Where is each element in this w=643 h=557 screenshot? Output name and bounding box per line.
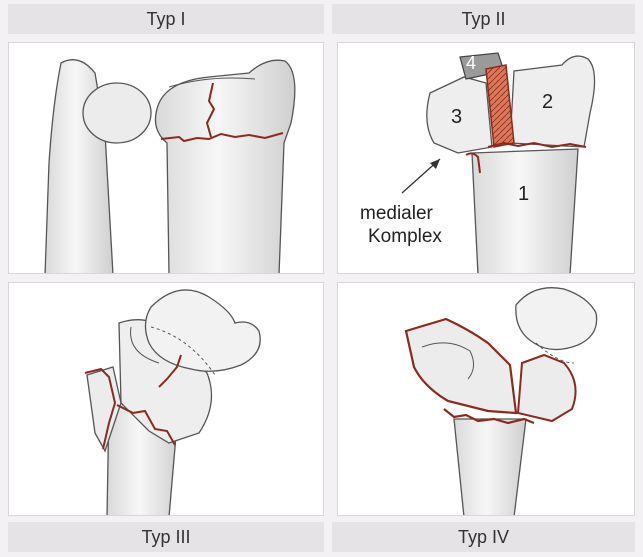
panel-typ-4 [337,282,635,516]
ulna-head [83,83,151,143]
radius-shaft [472,149,578,274]
header-typ-3: Typ III [8,522,324,552]
radius-shaft [454,419,526,516]
fragment-label-1: 1 [518,183,529,206]
komplex-label: Komplex [368,226,442,248]
fragment-label-4: 4 [466,53,476,74]
medialer-label: medialer [360,203,433,225]
comminuted-fragment-left [406,319,516,413]
header-typ-2: Typ II [332,4,635,34]
fragment-label-2: 2 [542,91,553,114]
comminuted-fragment-right [518,355,576,421]
typ-4-illustration [338,283,635,516]
header-typ-4: Typ IV [332,522,635,552]
fragment-label-3: 3 [451,106,462,129]
panel-typ-2: 1 2 3 4 medialer Komplex [337,42,635,274]
typ-1-illustration [9,43,324,274]
humerus-condyle [516,288,597,350]
radius-bone [155,60,294,274]
panel-typ-3 [8,282,324,516]
arrow-head-icon [430,159,440,169]
panel-typ-1 [8,42,324,274]
header-typ-1: Typ I [8,4,324,34]
typ-3-illustration [9,283,324,516]
